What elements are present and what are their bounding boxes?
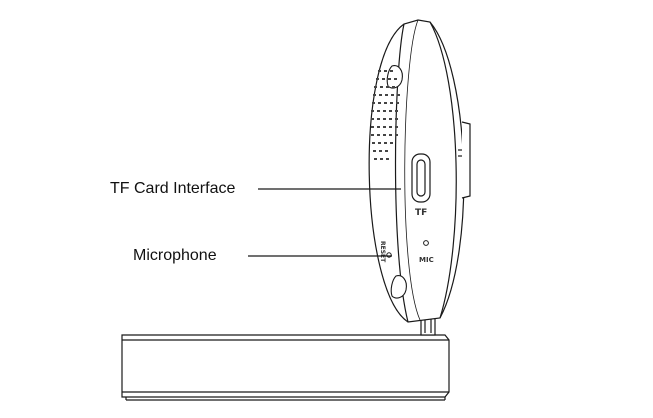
tf-marking: TF — [415, 208, 427, 218]
microphone-label: Microphone — [133, 247, 217, 264]
mounting-lugs — [386, 65, 407, 299]
speaker-grille — [371, 70, 400, 160]
mic-marking: MIC — [419, 256, 434, 264]
tf-card-slot — [411, 153, 431, 203]
microphone-hole — [423, 240, 429, 246]
camera-base — [121, 334, 450, 401]
reset-marking: RESET — [379, 241, 386, 263]
tf-card-interface-label: TF Card Interface — [110, 180, 236, 197]
